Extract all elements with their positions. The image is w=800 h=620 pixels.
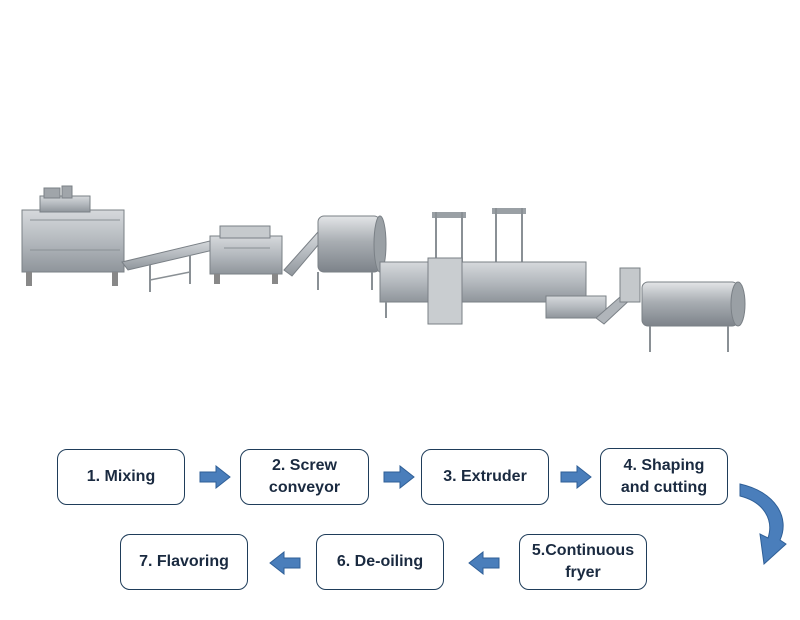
step-mixing: 1. Mixing	[57, 449, 185, 505]
mixer-machine	[21, 185, 125, 286]
continuous-fryer-machine	[379, 208, 587, 325]
step-flavoring: 7. Flavoring	[120, 534, 248, 590]
arrow-left-icon	[468, 551, 500, 575]
curved-arrow-down-icon	[739, 483, 787, 566]
screw-conveyor-machine	[121, 239, 223, 292]
extruder-machine	[209, 225, 283, 284]
step-extruder: 3. Extruder	[421, 449, 549, 505]
step-continuous-fryer: 5.Continuous fryer	[519, 534, 647, 590]
arrow-right-icon	[199, 465, 231, 489]
shaping-drum-machine	[283, 215, 387, 290]
arrow-right-icon	[560, 465, 592, 489]
step-shaping-and-cutting: 4. Shaping and cutting	[600, 448, 728, 505]
arrow-left-icon	[269, 551, 301, 575]
arrow-right-icon	[383, 465, 415, 489]
step-de-oiling: 6. De-oiling	[316, 534, 444, 590]
step-screw-conveyor: 2. Screw conveyor	[240, 449, 369, 505]
flavoring-drum-machine	[545, 267, 746, 352]
